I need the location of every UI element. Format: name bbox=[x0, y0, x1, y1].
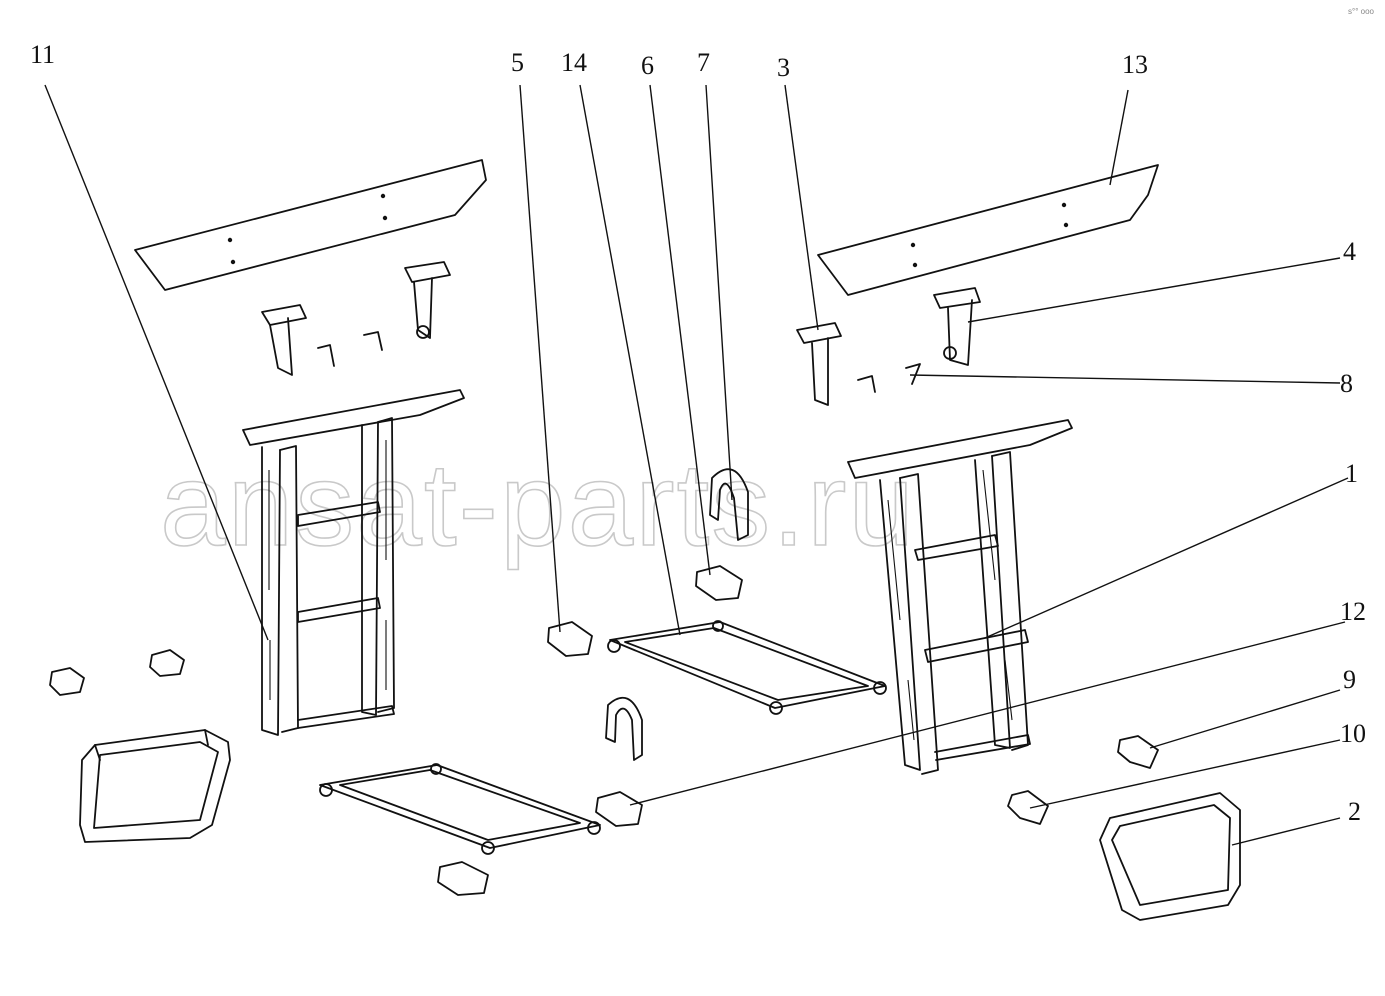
callout-12: 12 bbox=[1340, 597, 1366, 626]
callout-13: 13 bbox=[1122, 50, 1148, 79]
callout-1: 1 bbox=[1345, 459, 1358, 488]
left-ladder bbox=[242, 389, 465, 736]
callout-10: 10 bbox=[1340, 719, 1366, 748]
bottom-frame bbox=[319, 763, 601, 855]
left-clips bbox=[49, 649, 185, 696]
right-step bbox=[1099, 792, 1241, 921]
callout-11: 11 bbox=[30, 40, 55, 69]
leader-lines bbox=[44, 84, 1349, 846]
callout-labels: 11 5 14 6 7 3 13 4 8 1 12 9 10 2 bbox=[30, 40, 1366, 826]
right-mount-panel bbox=[817, 164, 1159, 296]
callout-5: 5 bbox=[511, 48, 524, 77]
left-brackets bbox=[261, 261, 451, 376]
callout-2: 2 bbox=[1348, 797, 1361, 826]
callout-6: 6 bbox=[641, 51, 654, 80]
callout-8: 8 bbox=[1340, 369, 1353, 398]
corner-mark: s°° ooo bbox=[1348, 7, 1375, 16]
callout-3: 3 bbox=[777, 53, 790, 82]
right-clips bbox=[1007, 735, 1159, 825]
bottom-bracket bbox=[437, 861, 489, 896]
middle-frame bbox=[607, 620, 887, 715]
left-step bbox=[79, 729, 231, 843]
left-mount-panel bbox=[134, 159, 487, 291]
watermark: ansat-parts.ru bbox=[160, 439, 916, 571]
callout-9: 9 bbox=[1343, 665, 1356, 694]
callout-4: 4 bbox=[1343, 237, 1356, 266]
callout-7: 7 bbox=[697, 48, 710, 77]
callout-14: 14 bbox=[561, 48, 587, 77]
right-brackets bbox=[796, 287, 981, 406]
right-ladder bbox=[847, 419, 1073, 775]
